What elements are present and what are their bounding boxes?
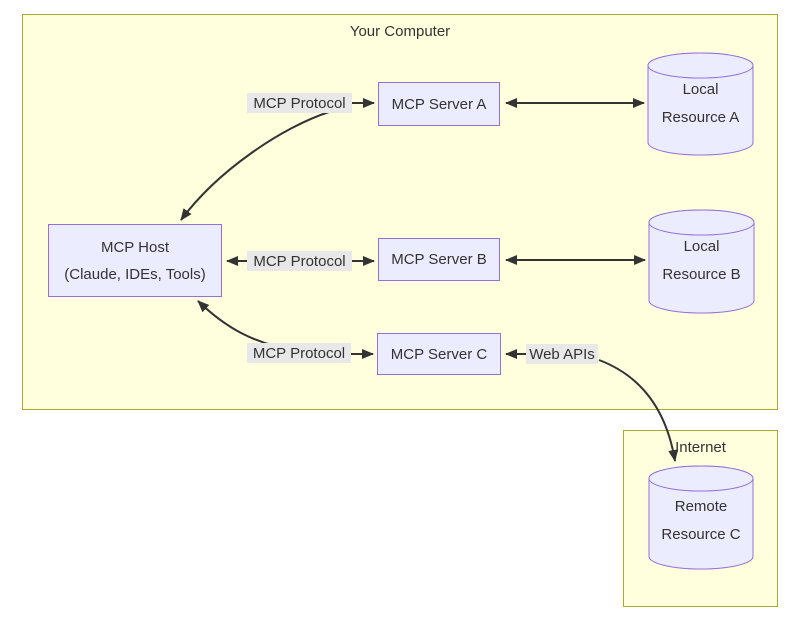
mcp-server-a-label: MCP Server A — [391, 95, 487, 113]
edge-label-mcp-protocol-a: MCP Protocol — [247, 93, 352, 113]
edge-host-server-a-curve — [180, 111, 330, 221]
local-resource-b-cylinder — [648, 209, 755, 314]
your-computer-cluster-title: Your Computer — [349, 23, 451, 40]
local-resource-b-line2: Resource B — [662, 266, 741, 283]
local-resource-a-cylinder — [647, 52, 754, 156]
mcp-host-node: MCP Host (Claude, IDEs, Tools) — [48, 224, 222, 297]
mcp-server-c-label: MCP Server C — [390, 345, 488, 363]
remote-resource-c-line2: Resource C — [661, 526, 741, 543]
remote-resource-c-label: Remote Resource C — [649, 475, 753, 567]
mcp-host-label-line2: (Claude, IDEs, Tools) — [64, 265, 206, 283]
edge-label-mcp-protocol-b: MCP Protocol — [247, 251, 352, 271]
mcp-server-b-node: MCP Server B — [378, 238, 500, 281]
local-resource-a-line2: Resource A — [661, 109, 740, 126]
local-resource-b-line1: Local — [683, 238, 720, 255]
edge-label-mcp-protocol-c: MCP Protocol — [247, 343, 351, 363]
local-resource-b-label: Local Resource B — [649, 215, 754, 307]
remote-resource-c-cylinder — [648, 465, 754, 570]
mcp-host-label-line1: MCP Host — [100, 238, 170, 256]
local-resource-a-line1: Local — [682, 81, 719, 98]
edge-label-web-apis: Web APIs — [526, 344, 598, 364]
local-resource-a-label: Local Resource A — [648, 58, 753, 150]
edge-web-apis-to-remote-c — [598, 359, 679, 462]
mcp-server-c-node: MCP Server C — [377, 333, 501, 375]
internet-cluster-title: Internet — [675, 439, 726, 456]
mcp-server-a-node: MCP Server A — [378, 82, 500, 126]
remote-resource-c-line1: Remote — [674, 498, 728, 515]
mcp-server-b-label: MCP Server B — [391, 251, 487, 268]
